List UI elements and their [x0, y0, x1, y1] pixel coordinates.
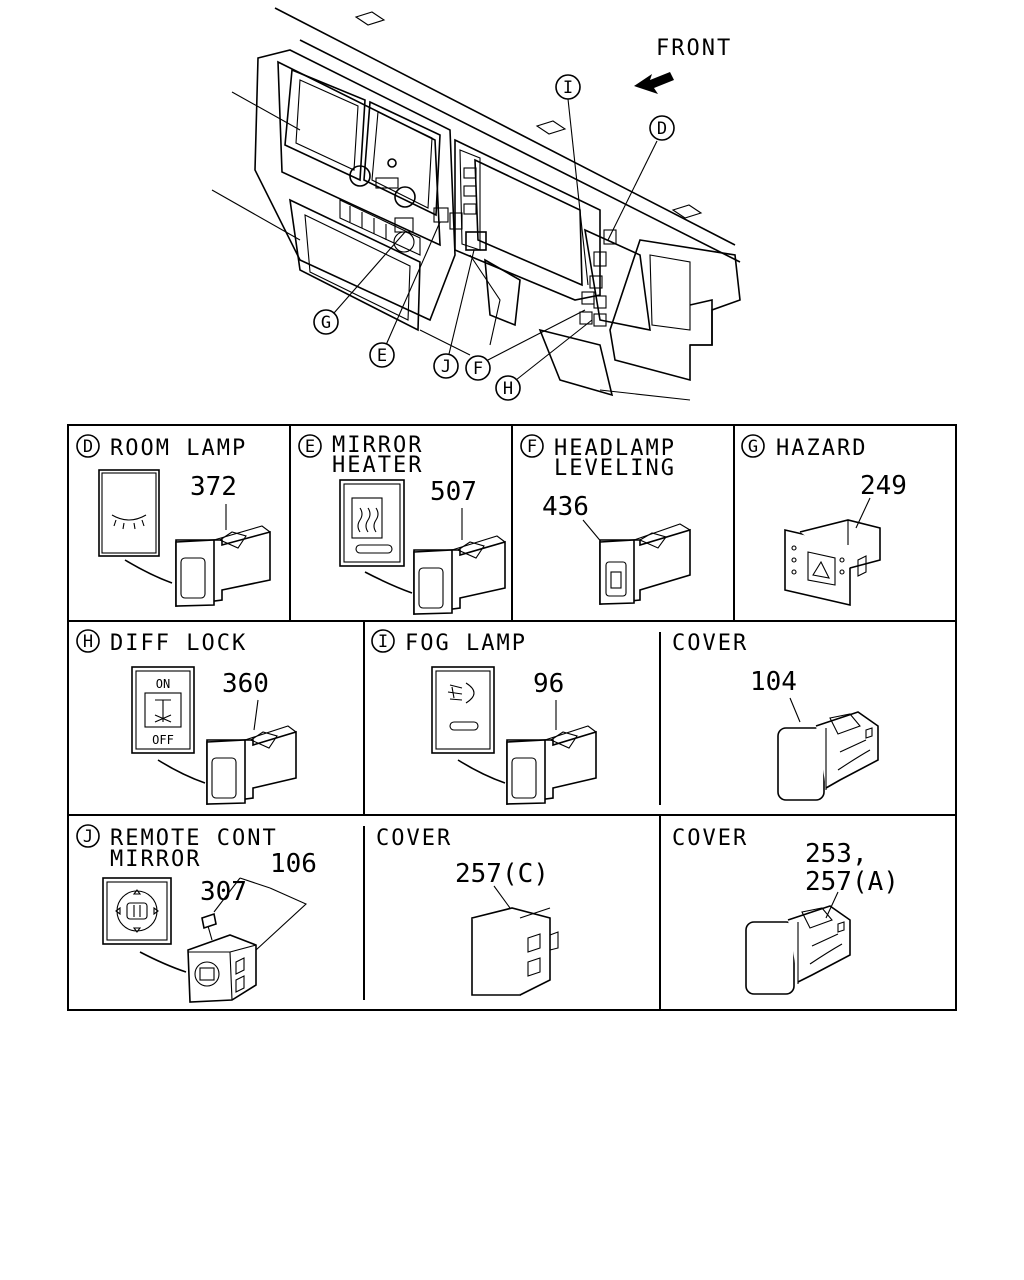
- panel-d-part: 372: [190, 472, 237, 502]
- panel-j-part-b: 307: [200, 877, 247, 907]
- callout-g: G: [321, 313, 331, 333]
- panel-i-letter: I: [378, 632, 388, 652]
- panel-hazard: [741, 434, 881, 607]
- panel-remote-mirror: [76, 824, 307, 1003]
- panel-e-title-1: MIRROR: [332, 433, 423, 458]
- callout-h: H: [503, 379, 513, 399]
- panel-i-title: FOG LAMP: [405, 631, 527, 656]
- panel-fog-lamp: [371, 629, 597, 805]
- panel-cover-257c: [471, 885, 559, 996]
- panel-g-letter: G: [748, 437, 758, 457]
- panel-j-letter: J: [83, 827, 93, 847]
- panel-cover-3-part-1: 253,: [805, 839, 868, 869]
- panel-f-part: 436: [542, 492, 589, 522]
- panel-cover-253-257a: [745, 891, 851, 995]
- panel-headlamp-leveling: [520, 434, 691, 605]
- panel-j-title-2: MIRROR: [110, 847, 201, 872]
- panel-d-title: ROOM LAMP: [110, 436, 247, 461]
- callout-f: F: [473, 359, 483, 379]
- panel-f-letter: F: [527, 437, 537, 457]
- panel-j-title-1: REMOTE CONT: [110, 826, 278, 851]
- panel-room-lamp: [76, 434, 271, 607]
- callout-i: I: [563, 78, 573, 98]
- panel-h-letter: H: [83, 632, 93, 652]
- panel-h-part: 360: [222, 669, 269, 699]
- panel-f-title-1: HEADLAMP: [554, 436, 676, 461]
- panel-d-letter: D: [83, 437, 93, 457]
- panel-f-title-2: LEVELING: [554, 456, 676, 481]
- panel-cover-1-title: COVER: [672, 631, 748, 656]
- panel-j-part-a: 106: [270, 849, 317, 879]
- dashboard-overview: [211, 7, 741, 401]
- panel-cover-104: [777, 697, 879, 801]
- panel-e-title-2: HEATER: [332, 453, 423, 478]
- panel-e-letter: E: [305, 437, 315, 457]
- panel-cover-2-title: COVER: [376, 826, 452, 851]
- panel-e-part: 507: [430, 477, 477, 507]
- callout-j: J: [441, 357, 451, 377]
- panel-g-title: HAZARD: [776, 436, 867, 461]
- diff-lock-on-label: ON: [156, 677, 170, 691]
- panel-mirror-heater: [298, 434, 506, 615]
- panel-cover-2-part: 257(C): [455, 859, 549, 889]
- panel-cover-1-part: 104: [750, 667, 797, 697]
- callout-d: D: [657, 119, 667, 139]
- panel-g-part: 249: [860, 471, 907, 501]
- panel-h-title: DIFF LOCK: [110, 631, 247, 656]
- diff-lock-off-label: OFF: [152, 733, 174, 747]
- panel-cover-3-title: COVER: [672, 826, 748, 851]
- panel-cover-3-part-2: 257(A): [805, 867, 899, 897]
- parts-grid: [67, 424, 957, 1011]
- panel-i-part: 96: [533, 669, 564, 699]
- front-label: FRONT: [656, 36, 732, 61]
- panel-diff-lock: [76, 629, 297, 805]
- callout-e: E: [377, 346, 387, 366]
